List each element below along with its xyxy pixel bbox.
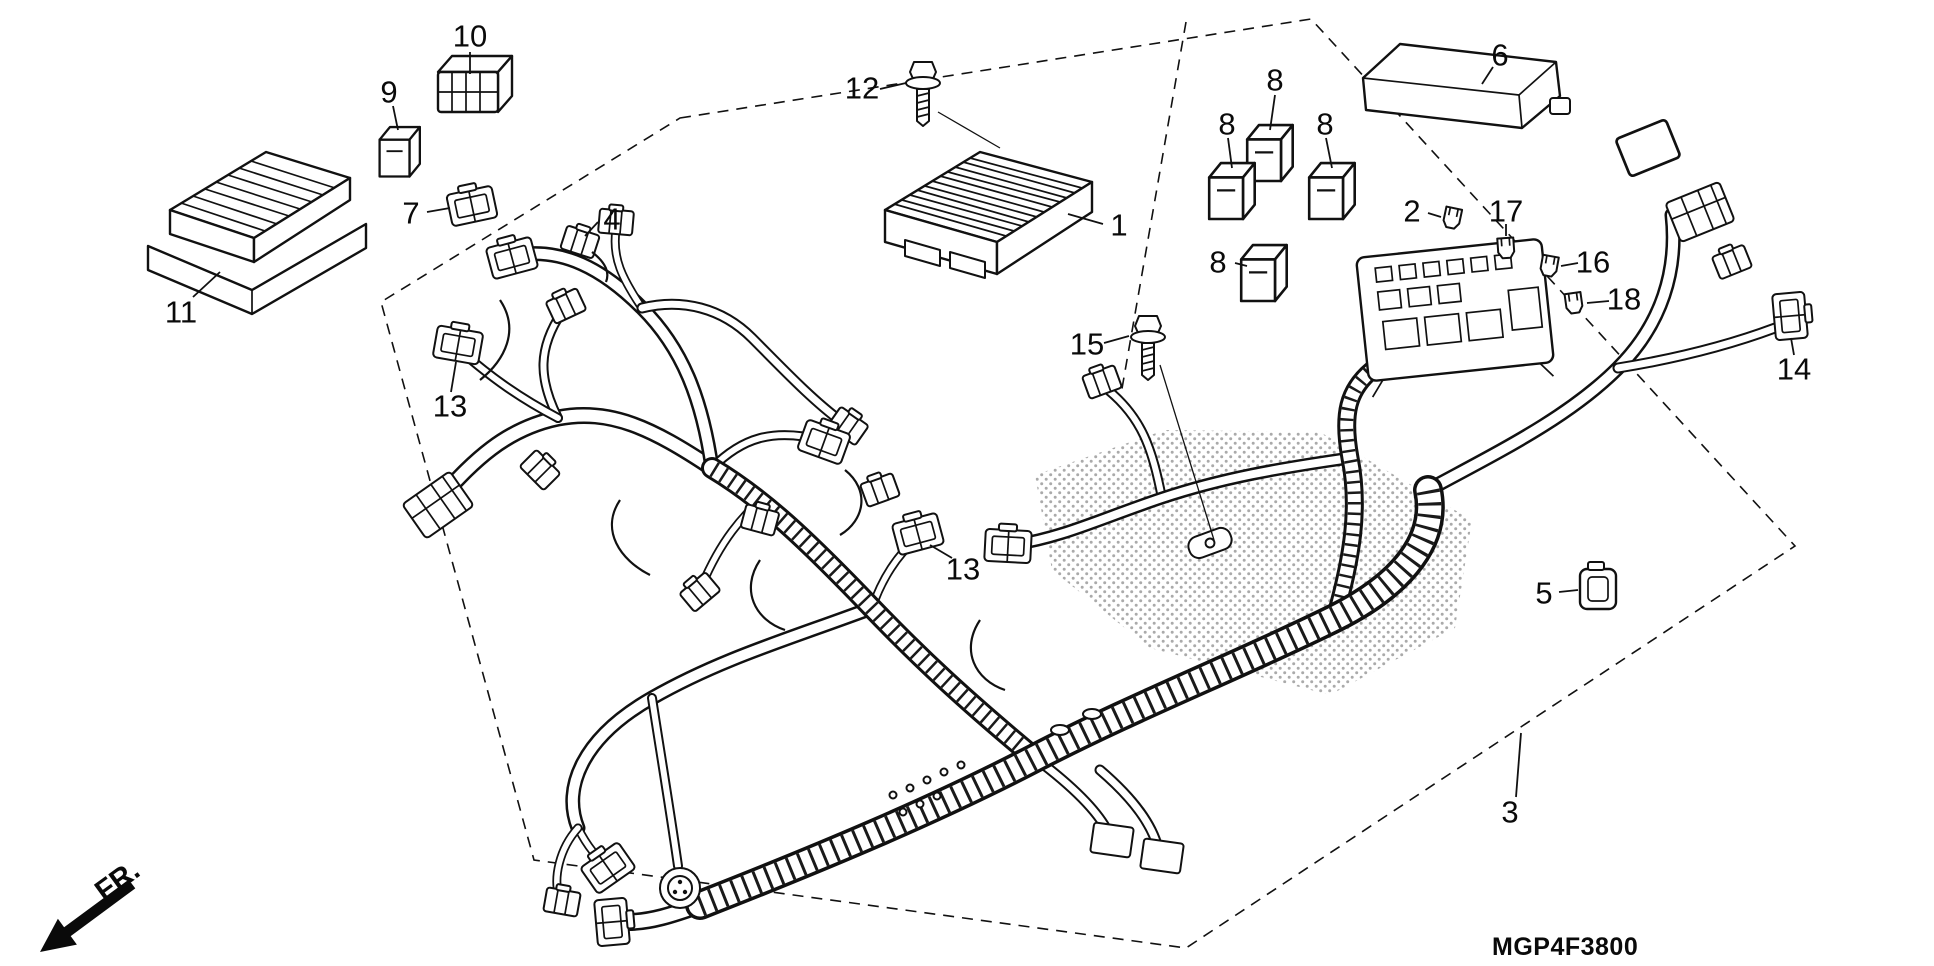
- dashed-boundary: [380, 18, 1797, 949]
- connector-14: [1771, 290, 1815, 342]
- relay-9: [378, 125, 422, 178]
- harness-grommet-holes: [888, 708, 1102, 817]
- leader-11: [192, 271, 221, 298]
- fuse-17: [1496, 236, 1516, 260]
- fuse-16: [1538, 253, 1560, 279]
- callout-2: 2: [1403, 193, 1421, 229]
- callout-7: 7: [402, 195, 420, 231]
- leader-12-to-regulator: [937, 111, 1001, 149]
- callout-4: 4: [603, 201, 621, 237]
- relay-8-b: [1207, 161, 1256, 221]
- callout-8-c: 8: [1316, 106, 1334, 142]
- relay-8-d: [1239, 243, 1288, 303]
- fuse-box: [1355, 238, 1555, 398]
- fr-arrow-icon: [40, 879, 136, 952]
- callout-1: 1: [1110, 207, 1128, 243]
- fuse-18: [1563, 290, 1585, 316]
- relay-8-c: [1307, 161, 1356, 221]
- bolt-12: [905, 61, 941, 127]
- regulator-rectifier: [883, 150, 1094, 279]
- callout-9: 9: [380, 74, 398, 110]
- callout-15: 15: [1069, 326, 1105, 362]
- callout-13-b: 13: [945, 551, 981, 587]
- leader-5: [1558, 589, 1579, 593]
- right-branch-connectors: [1614, 117, 1754, 281]
- leader-8-b: [1227, 137, 1233, 169]
- harness-mount-stay: [1187, 526, 1233, 560]
- leader-15-to-stay: [1159, 364, 1215, 541]
- callout-6: 6: [1491, 37, 1509, 73]
- callout-16: 16: [1575, 244, 1611, 280]
- callout-18: 18: [1606, 281, 1642, 317]
- leader-4: [584, 221, 599, 237]
- fr-indicator: FR.: [40, 854, 146, 952]
- leader-13-a: [450, 361, 457, 393]
- leader-9: [392, 105, 399, 131]
- bolt-15: [1130, 315, 1166, 381]
- leader-8-d: [1234, 262, 1248, 267]
- connector-7: [443, 178, 499, 228]
- callout-10: 10: [452, 18, 488, 54]
- callout-3: 3: [1501, 794, 1519, 830]
- diagram-code: MGP4F3800: [1492, 933, 1639, 961]
- leader-7: [426, 207, 451, 213]
- leader-1: [1067, 213, 1104, 225]
- callout-8-d: 8: [1209, 244, 1227, 280]
- leader-18: [1586, 300, 1610, 304]
- loose-wires: [479, 299, 1006, 692]
- connector-10: [436, 54, 514, 114]
- callout-13-a: 13: [432, 388, 468, 424]
- callout-8-b: 8: [1218, 106, 1236, 142]
- leader-8-a: [1269, 94, 1276, 131]
- leader-16: [1560, 262, 1579, 267]
- callout-12: 12: [844, 70, 880, 106]
- fuse-box-cover: [1361, 42, 1571, 130]
- connector-13-a: [431, 318, 486, 366]
- clamp-5: [1578, 561, 1618, 611]
- leader-lines: [192, 52, 1795, 798]
- leader-3: [1515, 732, 1522, 798]
- callout-14: 14: [1776, 351, 1812, 387]
- leader-13-b: [929, 544, 953, 559]
- leader-2: [1427, 212, 1442, 218]
- part-4: [559, 219, 609, 283]
- leader-14: [1790, 337, 1795, 356]
- callout-11: 11: [164, 294, 198, 330]
- leader-8-c: [1325, 137, 1333, 169]
- callout-8-a: 8: [1266, 62, 1284, 98]
- leader-15: [1103, 335, 1130, 344]
- leader-6: [1481, 66, 1494, 85]
- leader-12: [879, 82, 907, 90]
- fr-label: FR.: [89, 854, 146, 907]
- callout-17: 17: [1488, 193, 1524, 229]
- fuse-2: [1441, 205, 1464, 231]
- callout-5: 5: [1535, 575, 1553, 611]
- ecu-module: [146, 150, 368, 316]
